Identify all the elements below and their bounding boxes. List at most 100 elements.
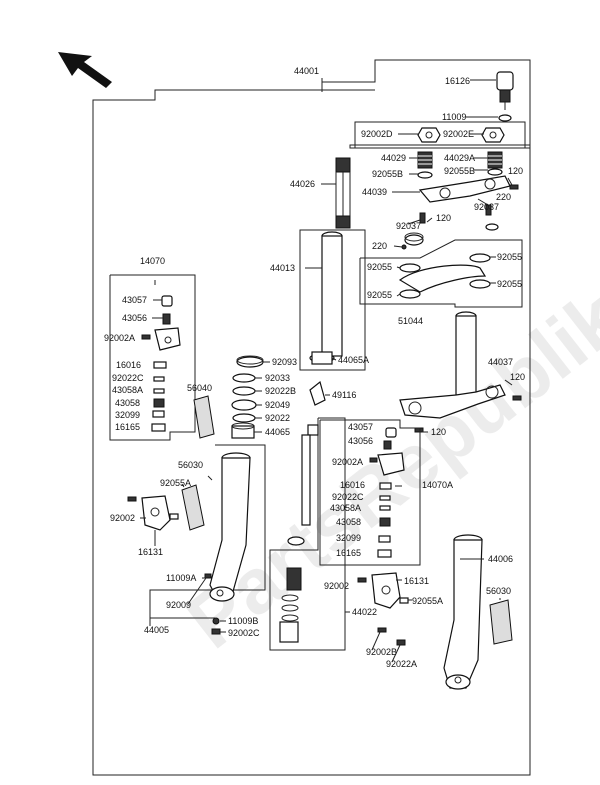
bolt-120c	[512, 395, 522, 401]
upper-clamp-51044	[398, 253, 491, 299]
label-44022: 44022	[352, 607, 377, 617]
bolt-92002b	[357, 577, 367, 583]
label-92055Ab: 92055A	[412, 596, 443, 606]
label-92055d: 92055	[497, 279, 522, 289]
label-92033: 92033	[265, 373, 290, 383]
group-box-14070A	[319, 419, 421, 566]
spring-44026	[335, 157, 351, 229]
seal-92049	[231, 399, 257, 411]
bolt-92002	[127, 496, 137, 502]
label-44006: 44006	[488, 554, 513, 564]
fork-leg-44006	[443, 534, 483, 690]
washer-92022C	[153, 376, 165, 382]
caliper-16131	[141, 495, 171, 531]
spring-44029	[417, 151, 433, 169]
spring-44029A	[487, 151, 503, 169]
label-49116: 49116	[332, 390, 356, 400]
washer-92055A	[169, 513, 179, 520]
fork-leg-44005	[209, 452, 251, 602]
stem-44037	[399, 311, 506, 419]
bolt-11009B	[212, 617, 220, 625]
damper-220a	[485, 223, 499, 231]
fitting-49116	[309, 380, 326, 406]
label-92055B-left: 92055B	[372, 169, 403, 179]
washer-92022	[232, 413, 256, 423]
label-16165b: 16165	[336, 548, 361, 558]
label-43056b: 43056	[348, 436, 373, 446]
group-box-nuts	[354, 121, 526, 149]
label-120d: 120	[431, 427, 446, 437]
group-box-44005	[149, 444, 266, 619]
nut-92002D	[417, 127, 441, 143]
label-92022Cb: 92022C	[332, 492, 364, 502]
label-92055b: 92055	[497, 252, 522, 262]
ring-32099b	[378, 535, 391, 543]
cap-43057	[161, 295, 173, 307]
assembly-boundary-44001	[92, 59, 531, 776]
washer-92002C	[211, 628, 221, 635]
spring-43058b	[379, 517, 391, 527]
label-92055B: 92055B	[444, 166, 475, 176]
leader-lines	[140, 79, 513, 663]
washer-92055B-b	[487, 168, 503, 176]
label-92002b: 92002	[324, 581, 349, 591]
bolt-92002B	[377, 627, 387, 633]
damper-rod-44022	[279, 424, 319, 643]
label-92022: 92022	[265, 413, 290, 423]
label-43058: 43058	[115, 398, 140, 408]
label-92037a: 92037	[474, 202, 499, 212]
bolt-92002Ab	[369, 457, 378, 463]
label-92002E: 92002E	[443, 129, 474, 139]
washer-92055Ab	[399, 597, 409, 604]
label-92002B: 92002B	[366, 647, 397, 657]
plate-56040	[193, 395, 215, 439]
label-44039: 44039	[362, 187, 387, 197]
label-92037b: 92037	[396, 221, 421, 231]
label-16131: 16131	[138, 547, 163, 557]
label-56040: 56040	[187, 383, 212, 393]
bolt-92002A	[141, 334, 151, 340]
label-92055A: 92055A	[160, 478, 191, 488]
label-92022B: 92022B	[265, 386, 296, 396]
label-44001: 44001	[294, 66, 319, 76]
label-43058A: 43058A	[112, 385, 143, 395]
label-44013: 44013	[270, 263, 295, 273]
label-92002C: 92002C	[228, 628, 260, 638]
master-cylinder-14070A	[377, 452, 405, 476]
label-14070: 14070	[140, 256, 165, 266]
seal-16165	[151, 423, 166, 432]
label-92022A: 92022A	[386, 659, 417, 669]
pin-16016b	[379, 482, 392, 490]
label-43058Ab: 43058A	[330, 503, 361, 513]
label-44037: 44037	[488, 357, 513, 367]
washer-92055B-a	[417, 171, 433, 179]
washer-11009	[498, 114, 512, 122]
ring-92033	[232, 373, 256, 383]
label-16126: 16126	[445, 76, 470, 86]
direction-arrow-icon	[58, 52, 112, 88]
bolt-92037b	[419, 212, 426, 224]
bolt-92037a	[485, 204, 492, 216]
label-16131b: 16131	[404, 576, 429, 586]
group-box-51044	[359, 239, 523, 308]
label-92002Ab: 92002A	[332, 457, 363, 467]
label-16016: 16016	[116, 360, 141, 370]
label-220a: 220	[496, 192, 511, 202]
group-box-44013	[299, 229, 366, 371]
label-92002D: 92002D	[361, 129, 393, 139]
plate-56030a	[181, 484, 205, 531]
damper-220b	[404, 232, 424, 246]
guide-44065A	[311, 351, 333, 365]
caliper-16131b	[371, 572, 401, 609]
label-43057: 43057	[122, 295, 147, 305]
group-box-14070	[109, 274, 196, 441]
label-32099b: 32099	[336, 533, 361, 543]
nut-92002E	[481, 127, 505, 143]
bleeder-43056b	[383, 440, 392, 450]
bushing-44065	[231, 422, 255, 439]
label-16016b: 16016	[340, 480, 365, 490]
label-92002A: 92002A	[104, 333, 135, 343]
label-51044: 51044	[398, 316, 423, 326]
master-cylinder-14070	[154, 327, 181, 351]
